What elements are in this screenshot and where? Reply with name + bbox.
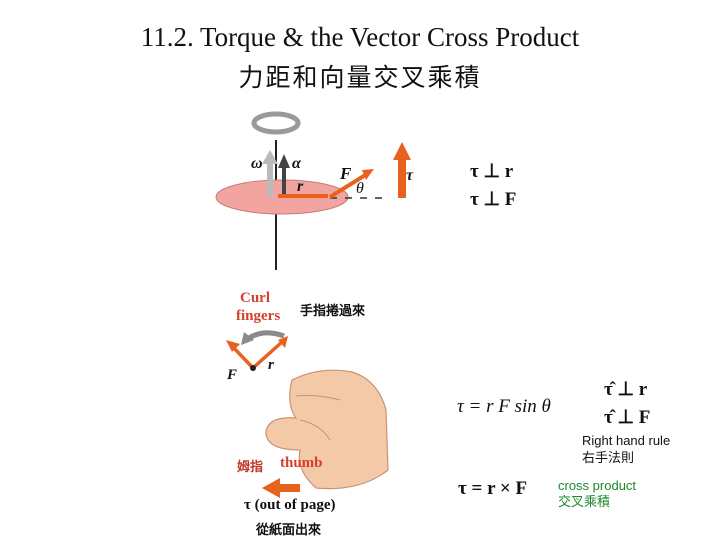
F-arrow: [328, 172, 369, 199]
curl-label-line2: fingers: [236, 308, 281, 324]
r-label: r: [297, 178, 304, 195]
tau-hat-perp-F: τ̂ ⊥ F: [604, 407, 651, 428]
tau-hat-perp-r: τ̂ ⊥ r: [604, 379, 648, 400]
hand-F-arrow: [230, 344, 255, 370]
thumb-label-cn: 姆指: [237, 460, 264, 475]
title-chinese: 力距和向量交叉乘積: [238, 63, 482, 92]
tau-perp-F: τ ⊥ F: [470, 189, 517, 210]
cross-product-label-en: cross product: [558, 478, 637, 493]
tau-out-label: τ (out of page): [244, 497, 336, 513]
hand-r-label: r: [268, 357, 274, 373]
F-label: F: [340, 164, 352, 183]
tau-perp-r: τ ⊥ r: [470, 161, 514, 182]
curl-label-line1: Curl: [240, 290, 270, 306]
title-english: 11.2. Torque & the Vector Cross Product: [140, 22, 580, 52]
hand-r-arrow: [251, 340, 284, 370]
tau-label: τ: [406, 167, 414, 184]
right-hand-rule-cn: 右手法則: [582, 450, 635, 465]
thumb-label: thumb: [280, 455, 323, 471]
pivot-point: [250, 365, 256, 371]
cross-product-label-cn: 交叉乘積: [558, 494, 611, 509]
right-hand-rule-en: Right hand rule: [582, 433, 671, 448]
cross-product-equation: τ = r × F: [458, 478, 528, 499]
hand-F-label: F: [227, 367, 238, 383]
rotation-curl-icon: [251, 111, 301, 135]
hand-shape: [265, 369, 389, 490]
tau-out-label-cn: 從紙面出來: [256, 523, 322, 538]
curl-label-cn: 手指捲過來: [300, 304, 366, 319]
alpha-label: α: [292, 155, 301, 172]
omega-label: ω: [251, 155, 263, 172]
magnitude-equation: τ = r F sin θ: [457, 396, 551, 417]
theta-label: θ: [356, 180, 364, 197]
